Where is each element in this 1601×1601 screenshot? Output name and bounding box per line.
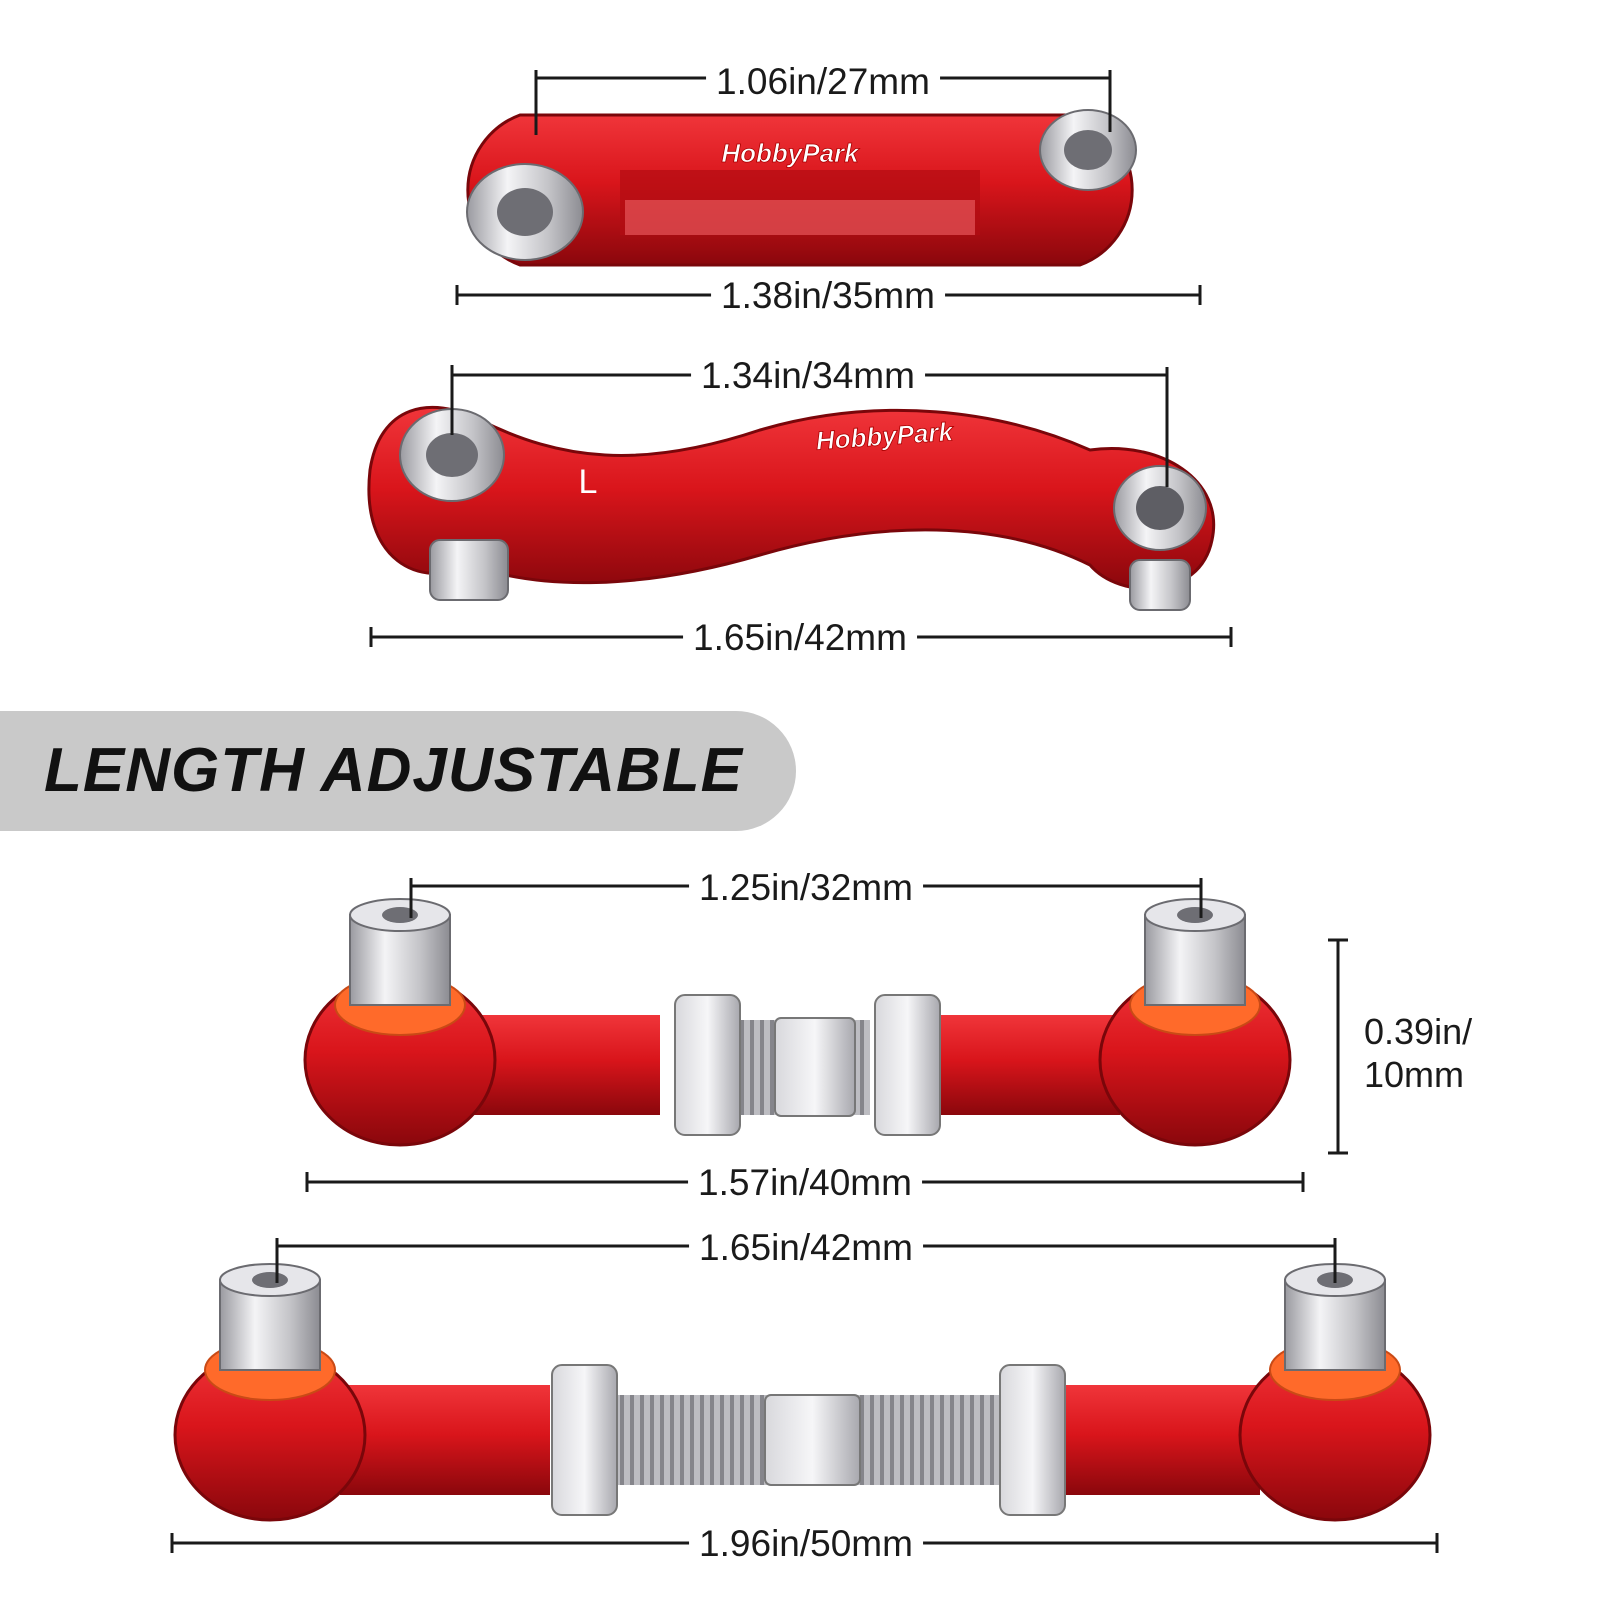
link1-hole-spacing-label: 1.06in/27mm — [706, 62, 940, 102]
link-2-left-bushing — [399, 408, 509, 601]
link-2-side-mark: L — [579, 463, 598, 501]
link-3-right-shaft — [930, 1015, 1120, 1115]
link3-height-line2: 10mm — [1364, 1054, 1465, 1095]
dimension-lines — [170, 70, 1439, 1553]
link2-overall-length-label: 1.65in/42mm — [683, 618, 917, 658]
dim-line-link3-height — [1328, 938, 1348, 1155]
banner-title: LENGTH ADJUSTABLE — [44, 736, 743, 805]
link-1-brand-logo: HobbyPark — [721, 138, 860, 168]
link-4 — [173, 1263, 1432, 1522]
link-3-nut-center — [774, 1017, 856, 1117]
link-1-left-bushing — [466, 163, 584, 261]
link-3 — [303, 898, 1292, 1147]
link3-overall-length-label: 1.57in/40mm — [688, 1163, 922, 1203]
link-2: L HobbyPark — [367, 406, 1216, 611]
link1-overall-length-label: 1.38in/35mm — [711, 276, 945, 316]
link-4-right-shaft — [1060, 1385, 1260, 1495]
link-4-nut-right — [999, 1364, 1066, 1516]
length-adjustable-banner — [0, 711, 796, 831]
link-2-body — [367, 406, 1216, 591]
link4-overall-length-label: 1.96in/50mm — [689, 1524, 923, 1564]
link-3-nut-right — [874, 994, 941, 1136]
link-3-left-shaft — [470, 1015, 660, 1115]
link-3-right-rod-end — [1098, 898, 1292, 1147]
link-4-right-rod-end — [1238, 1263, 1432, 1522]
link-4-nut-center — [764, 1394, 861, 1486]
link3-hole-spacing-label: 1.25in/32mm — [689, 868, 923, 908]
link4-hole-spacing-label: 1.65in/42mm — [689, 1228, 923, 1268]
link-4-nut-left — [551, 1364, 618, 1516]
link-3-left-rod-end — [303, 898, 497, 1147]
link-3-nut-left — [674, 994, 741, 1136]
link-4-left-shaft — [340, 1385, 550, 1495]
link-2-right-bushing — [1113, 465, 1207, 611]
link-1: HobbyPark — [466, 109, 1137, 267]
link3-height-label: 0.39in/ 10mm — [1364, 1010, 1472, 1096]
link2-hole-spacing-label: 1.34in/34mm — [691, 356, 925, 396]
link-1-right-bushing — [1039, 109, 1137, 191]
link3-height-line1: 0.39in/ — [1364, 1011, 1473, 1052]
link-4-left-rod-end — [173, 1263, 367, 1522]
